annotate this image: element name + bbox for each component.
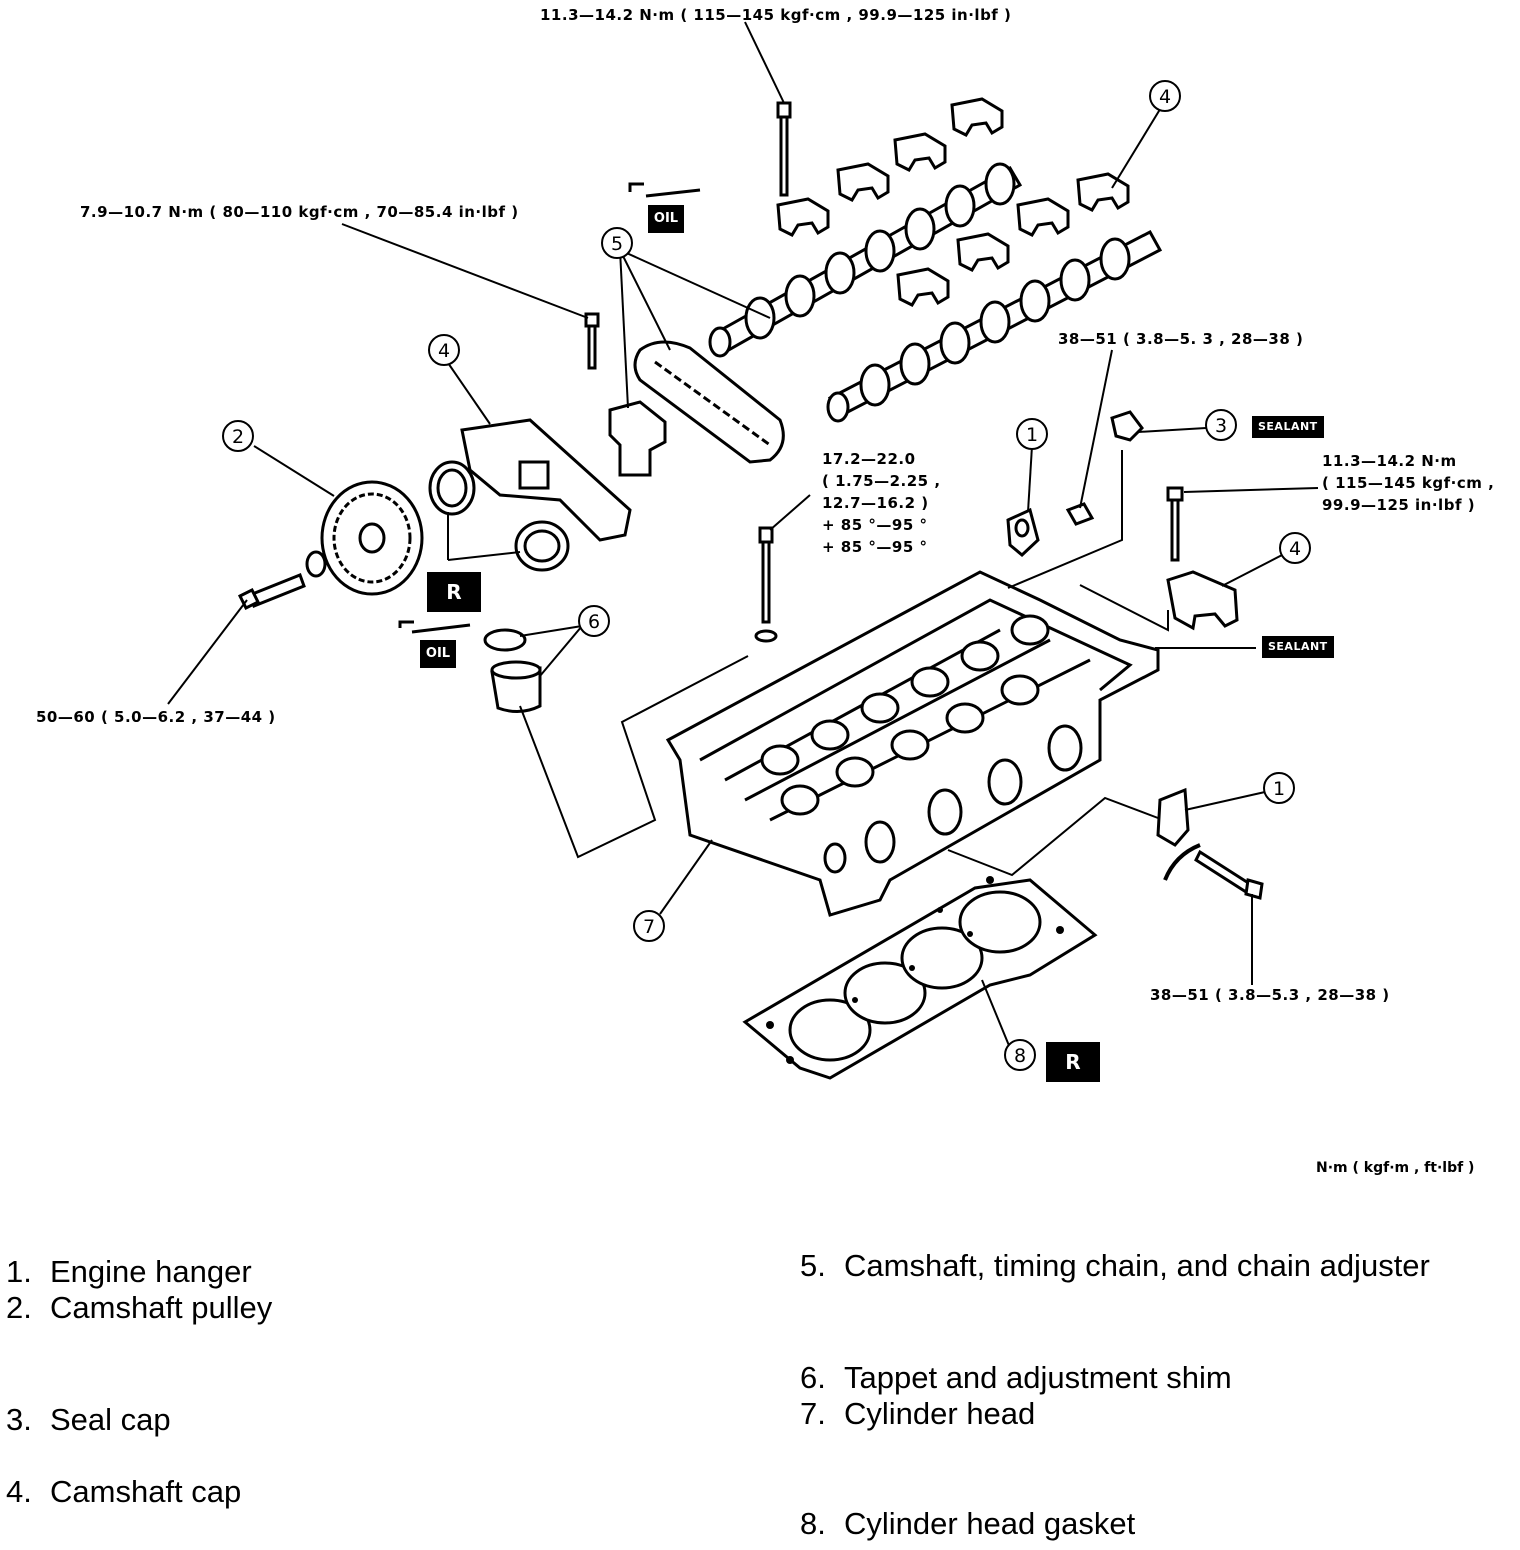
cylinder-head-gasket: [742, 876, 1098, 1080]
chain-adjuster: [608, 400, 667, 477]
legend-item-5: 5. Camshaft, timing chain, and chain adju…: [800, 1248, 1430, 1284]
torque-label-head-bolt-3: 12.7—16.2 ): [822, 494, 929, 512]
callout-5: 5: [611, 233, 623, 255]
oil-seals: [428, 460, 570, 572]
engine-hanger-top: [1006, 507, 1040, 558]
torque-label-adjuster-bolt: 7.9—10.7 N·m ( 80—110 kgf·cm , 70—85.4 i…: [80, 203, 519, 221]
engine-hanger-right: [1156, 787, 1190, 847]
hanger-bolt-top: [1065, 502, 1095, 526]
torque-label-right-3: 99.9—125 in·lbf ): [1322, 496, 1476, 514]
torque-label-head-bolt-4: + 85 °—95 °: [822, 516, 928, 534]
units-note: N·m ( kgf·m , ft·lbf ): [1316, 1160, 1475, 1176]
torque-label-head-bolt-2: ( 1.75—2.25 ,: [822, 472, 941, 490]
legend-number: 3.: [6, 1402, 32, 1437]
legend-number: 1.: [6, 1254, 32, 1289]
torque-label-pulley-bolt: 50—60 ( 5.0—6.2 , 37—44 ): [36, 708, 276, 726]
seal-cap: [1110, 410, 1144, 442]
legend-number: 2.: [6, 1290, 32, 1325]
legend-label: Camshaft pulley: [50, 1290, 273, 1325]
legend-number: 8.: [800, 1506, 826, 1541]
sealant-badge-seal-cap: SEALANT: [1252, 416, 1324, 438]
pulley-bolt: [237, 573, 306, 611]
bracket-lines: [519, 450, 1169, 877]
legend-number: 4.: [6, 1474, 32, 1509]
camshaft-cap-right: [1166, 570, 1239, 631]
legend-number: 6.: [800, 1360, 826, 1395]
leader-lines: [167, 21, 1319, 1049]
oil-badge-left: OIL: [420, 640, 456, 668]
callout-8: 8: [1014, 1045, 1026, 1067]
tappet-and-shim: [483, 628, 542, 713]
torque-label-right-1: 11.3—14.2 N·m: [1322, 452, 1457, 470]
torque-label-right-2: ( 115—145 kgf·cm ,: [1322, 474, 1495, 492]
legend-label: Seal cap: [50, 1402, 171, 1437]
torque-label-hanger-bolt: 38—51 ( 3.8—5.3 , 28—38 ): [1150, 986, 1390, 1004]
wire-harness: [1163, 843, 1201, 881]
legend-label: Tappet and adjustment shim: [844, 1360, 1232, 1395]
legend-number: 5.: [800, 1248, 826, 1283]
adjuster-bolt: [584, 312, 600, 370]
sealant-badge-head: SEALANT: [1262, 636, 1334, 658]
intake-camshaft: [708, 162, 1023, 358]
torque-label-head-bolt-5: + 85 °—95 °: [822, 538, 928, 556]
hanger-bolt-right: [1194, 849, 1264, 900]
callout-circles: [222, 80, 1311, 1071]
callout-numbers: 2 4 5 4 1 3 4 6 1 7 8: [232, 86, 1301, 1067]
callout-3: 3: [1215, 415, 1227, 437]
camshaft-pulley: [305, 480, 424, 596]
callout-4a: 4: [438, 340, 450, 362]
cap-bolt-right: [1166, 486, 1184, 562]
torque-label-seal-plug: 38—51 ( 3.8—5. 3 , 28—38 ): [1058, 330, 1304, 348]
cylinder-head-bolt: [754, 526, 778, 643]
callout-7: 7: [643, 916, 655, 938]
callout-1b: 1: [1273, 778, 1285, 800]
legend-label: Engine hanger: [50, 1254, 252, 1289]
callout-2: 2: [232, 426, 244, 448]
torque-label-top: 11.3—14.2 N·m ( 115—145 kgf·cm , 99.9—12…: [540, 6, 1012, 24]
legend-label: Camshaft, timing chain, and chain adjust…: [844, 1248, 1430, 1283]
callout-4c: 4: [1289, 538, 1301, 560]
legend-label: Cylinder head: [844, 1396, 1036, 1431]
legend-item-6: 6. Tappet and adjustment shim: [800, 1360, 1232, 1396]
replace-badge-seals: R: [427, 572, 481, 612]
legend-item-1: 1. Engine hanger: [6, 1254, 252, 1290]
front-camshaft-cap: [460, 418, 632, 542]
cap-bolt-top: [776, 101, 792, 197]
oil-can-icon: [398, 182, 701, 634]
legend-item-4: 4. Camshaft cap: [6, 1474, 241, 1510]
exhaust-camshaft: [826, 229, 1163, 423]
callout-6: 6: [588, 611, 600, 633]
cylinder-head-body: [665, 570, 1160, 917]
legend-label: Camshaft cap: [50, 1474, 242, 1509]
exploded-view-diagram: 2 4 5 4 1 3 4 6 1 7 8: [167, 21, 1319, 1080]
oil-badge-top: OIL: [648, 205, 684, 233]
callout-1a: 1: [1026, 424, 1038, 446]
torque-label-head-bolt-1: 17.2—22.0: [822, 450, 916, 468]
legend-item-2: 2. Camshaft pulley: [6, 1290, 272, 1326]
legend-number: 7.: [800, 1396, 826, 1431]
callout-4b: 4: [1159, 86, 1171, 108]
legend-label: Cylinder head gasket: [844, 1506, 1136, 1541]
legend-item-8: 8. Cylinder head gasket: [800, 1506, 1135, 1542]
replace-badge-gasket: R: [1046, 1042, 1100, 1082]
legend-item-7: 7. Cylinder head: [800, 1396, 1035, 1432]
legend-item-3: 3. Seal cap: [6, 1402, 171, 1438]
